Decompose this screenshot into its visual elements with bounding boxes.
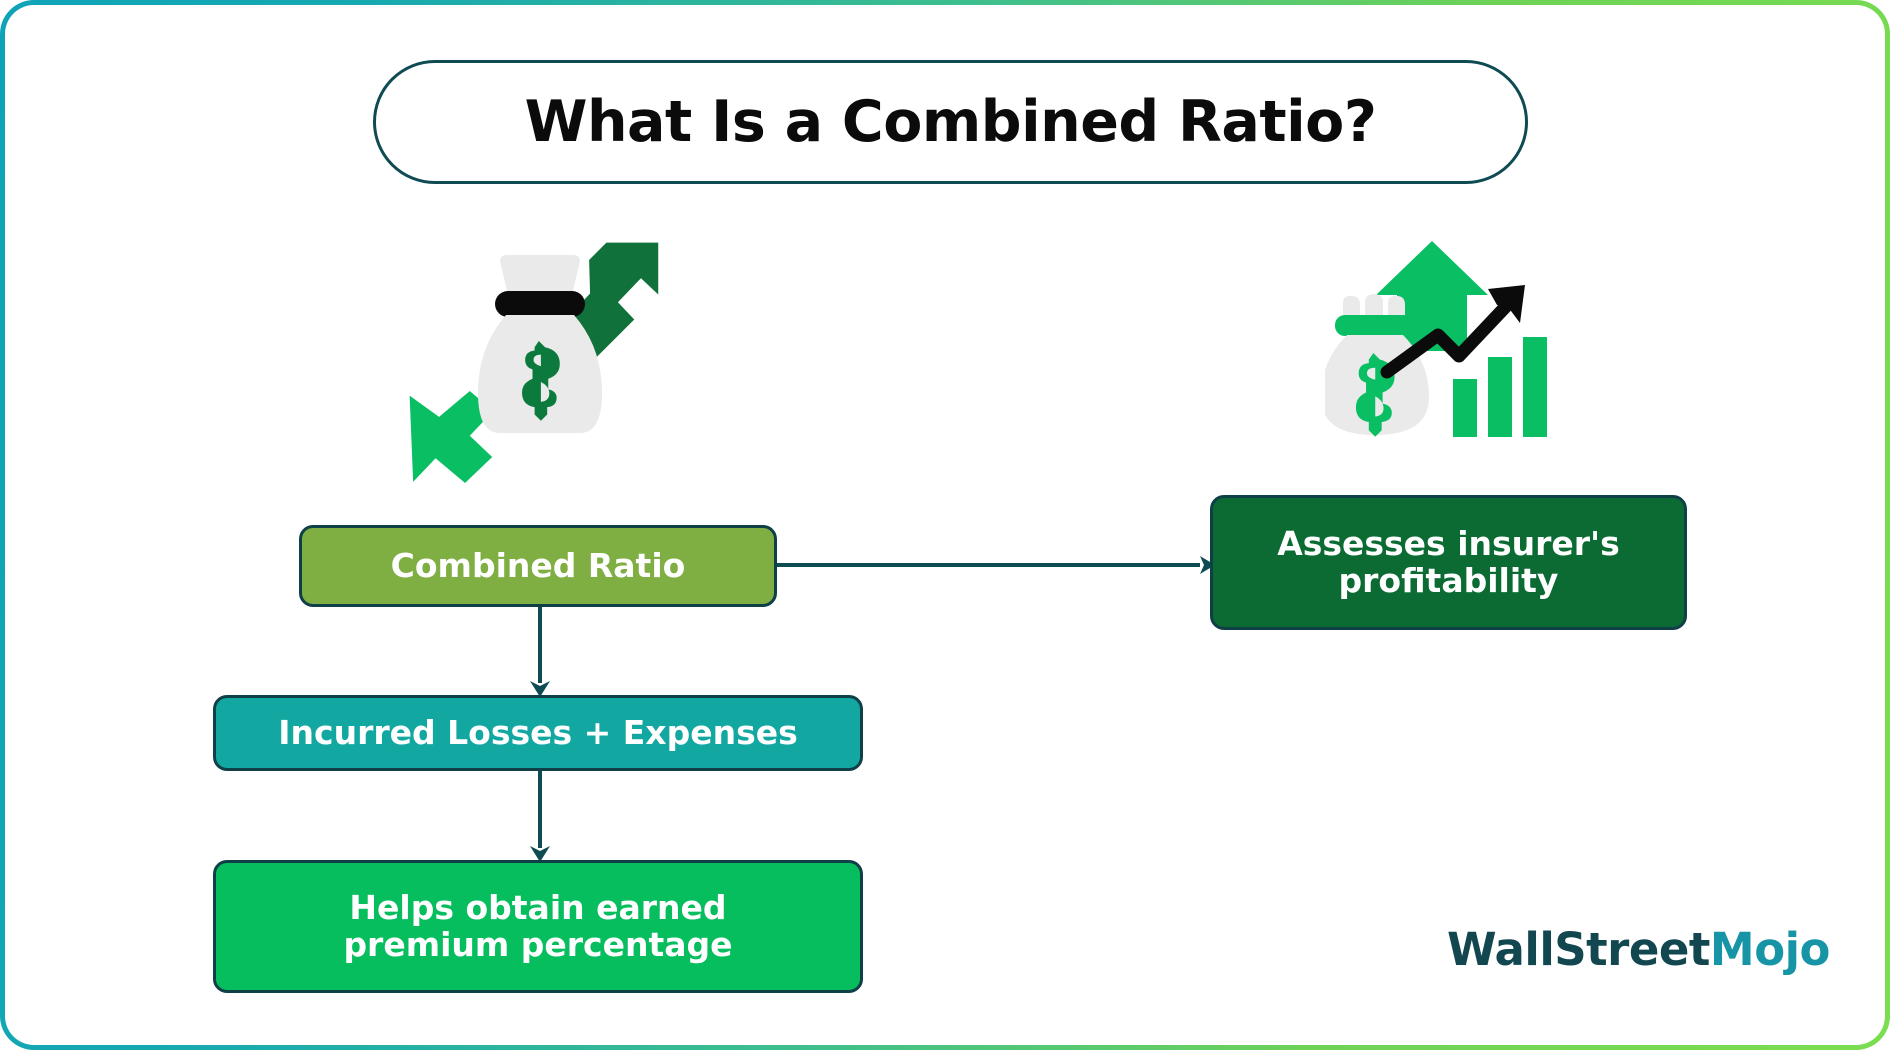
page-title: What Is a Combined Ratio? <box>524 89 1377 155</box>
flow-box-combined-ratio-label: Combined Ratio <box>390 545 686 585</box>
money-bag-growth-chart-icon <box>1325 241 1547 437</box>
flow-box-helps-obtain-earned-premium[interactable]: Helps obtain earned premium percentage <box>213 860 863 993</box>
connector-root-to-incurred <box>530 605 550 697</box>
flow-box-combined-ratio[interactable]: Combined Ratio <box>299 525 777 607</box>
wallstreetmojo-logo[interactable]: WallStreetMojo <box>1433 903 1830 995</box>
logo-wordmark: WallStreetMojo <box>1447 923 1830 976</box>
connector-root-to-assesses <box>775 556 1215 574</box>
connector-incurred-to-helps <box>530 770 550 862</box>
flow-box-helps-obtain-earned-premium-label: Helps obtain earned premium percentage <box>343 887 733 964</box>
helps-line-2: premium percentage <box>343 924 733 964</box>
assesses-line-2: profitability <box>1338 560 1559 600</box>
flow-box-assesses-profitability[interactable]: Assesses insurer's profitability <box>1210 495 1687 630</box>
assesses-line-1: Assesses insurer's <box>1277 523 1620 563</box>
money-bag-with-up-and-down-arrows-icon <box>409 242 659 483</box>
flow-box-assesses-profitability-label: Assesses insurer's profitability <box>1277 523 1620 600</box>
logo-word-mojo: Mojo <box>1709 922 1831 976</box>
helps-line-1: Helps obtain earned <box>349 887 727 927</box>
logo-word-wallstreet: WallStreet <box>1447 922 1710 976</box>
flow-box-incurred-losses-expenses-label: Incurred Losses + Expenses <box>278 712 798 752</box>
page-title-pill: What Is a Combined Ratio? <box>373 60 1528 184</box>
flow-box-incurred-losses-expenses[interactable]: Incurred Losses + Expenses <box>213 695 863 771</box>
